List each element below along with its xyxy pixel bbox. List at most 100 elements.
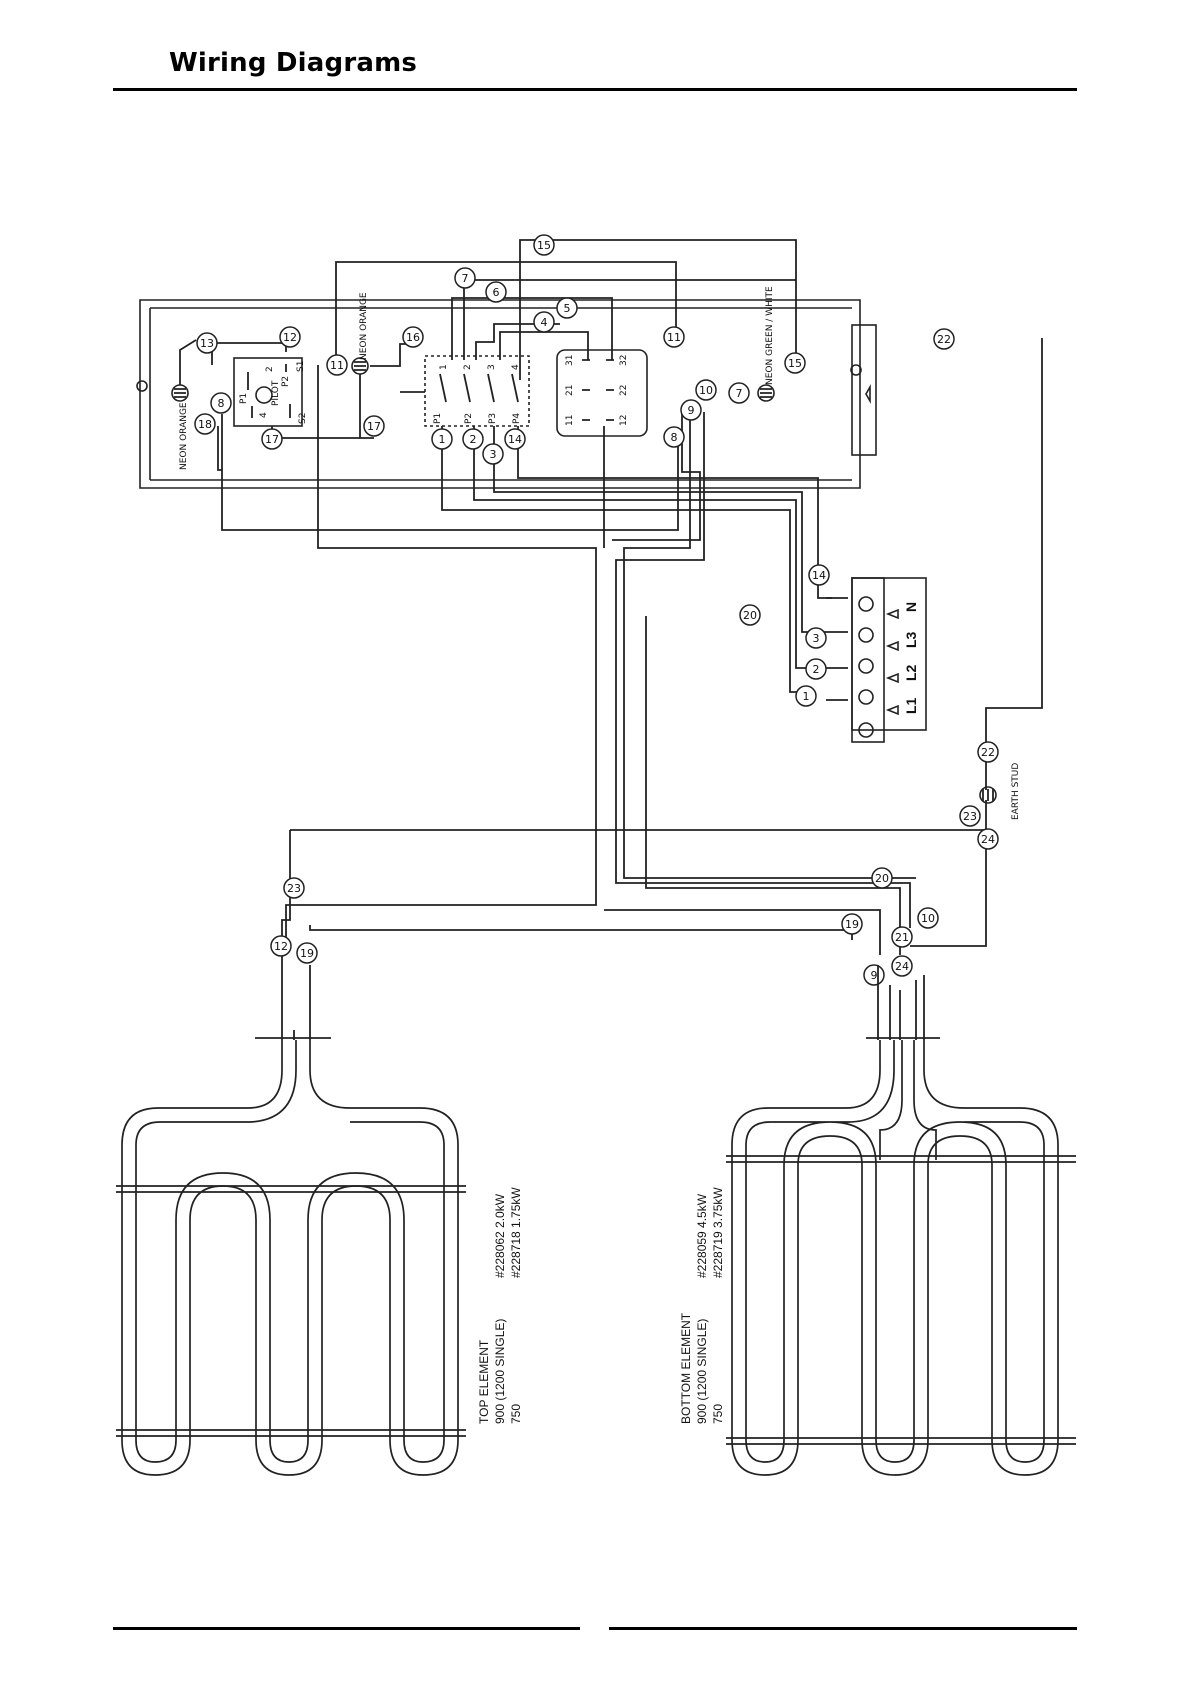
wire-marker-20b: 20 bbox=[871, 867, 893, 889]
svg-text:10: 10 bbox=[921, 912, 935, 925]
wire-marker-7b: 7 bbox=[728, 382, 750, 404]
bottom-heating-element bbox=[726, 965, 1076, 1476]
pilot-thermostat: P1 PILOT P2 2 4 S1 S2 bbox=[233, 357, 308, 427]
switch-output-2: 2 bbox=[463, 364, 473, 370]
terminal-label-l1: L1 bbox=[903, 697, 919, 714]
terminal-label-n: N bbox=[903, 602, 919, 612]
neon-lamp-middle: NEON ORANGE bbox=[351, 292, 369, 375]
svg-text:17: 17 bbox=[367, 420, 381, 433]
wire-marker-13: 13 bbox=[196, 332, 218, 354]
wire-marker-1b: 1 bbox=[795, 685, 817, 707]
svg-text:20: 20 bbox=[743, 609, 757, 622]
earth-stud-label: EARTH STUD bbox=[1011, 763, 1021, 820]
svg-text:10: 10 bbox=[699, 384, 713, 397]
bottom-element-line-1: 900 (1200 SINGLE) bbox=[695, 1319, 709, 1424]
header-rule bbox=[113, 88, 1077, 91]
svg-text:21: 21 bbox=[895, 931, 909, 944]
svg-text:14: 14 bbox=[508, 433, 522, 446]
control-panel bbox=[136, 299, 877, 489]
wire-marker-23a: 23 bbox=[959, 805, 981, 827]
terminal-screw-icon bbox=[858, 722, 874, 738]
wire-marker-24b: 24 bbox=[891, 955, 913, 977]
top-heating-element bbox=[116, 965, 466, 1476]
wire-marker-21: 21 bbox=[891, 926, 913, 948]
wire-marker-9b: 9 bbox=[863, 964, 885, 986]
wire-marker-15a: 15 bbox=[533, 234, 555, 256]
footer-rule-right bbox=[609, 1627, 1077, 1630]
wire-markers: 13 12 8 18 17 17 11 16 7 6 15 4 5 11 7 1… bbox=[194, 234, 999, 986]
wire-marker-7a: 7 bbox=[454, 267, 476, 289]
terminal-screw-icon bbox=[858, 658, 874, 674]
svg-text:3: 3 bbox=[813, 632, 820, 645]
bottom-element-part-2: #228719 3.75kW bbox=[711, 1187, 725, 1278]
terminal-screw-icon bbox=[858, 689, 874, 705]
wire-marker-12a: 12 bbox=[279, 326, 301, 348]
svg-text:7: 7 bbox=[462, 272, 469, 285]
neon-lamp-right: NEON GREEN / WHITE bbox=[757, 286, 775, 402]
wire-marker-23b: 23 bbox=[283, 877, 305, 899]
top-element-line-1: 900 (1200 SINGLE) bbox=[493, 1319, 507, 1424]
svg-text:24: 24 bbox=[895, 960, 909, 973]
neon-left-label: NEON ORANGE bbox=[179, 402, 189, 470]
wire-marker-11a: 11 bbox=[326, 354, 348, 376]
wire-marker-11b: 11 bbox=[663, 326, 685, 348]
earth-stud: EARTH STUD bbox=[979, 763, 1021, 820]
wire-marker-14b: 14 bbox=[808, 564, 830, 586]
neon-right-label: NEON GREEN / WHITE bbox=[765, 286, 775, 385]
contact-31: 31 bbox=[565, 355, 575, 366]
svg-text:15: 15 bbox=[537, 239, 551, 252]
svg-text:17: 17 bbox=[265, 433, 279, 446]
earth-bracket bbox=[851, 324, 877, 456]
neon-mid-label: NEON ORANGE bbox=[359, 292, 369, 360]
svg-text:1: 1 bbox=[803, 690, 810, 703]
wire-marker-10b: 10 bbox=[917, 907, 939, 929]
wire-marker-4: 4 bbox=[533, 311, 555, 333]
svg-text:18: 18 bbox=[198, 418, 212, 431]
wire-marker-24a: 24 bbox=[977, 828, 999, 850]
top-element-part-1: #228062 2.0kW bbox=[493, 1193, 507, 1278]
svg-text:2: 2 bbox=[813, 663, 820, 676]
selector-switch: P1 P2 P3 P4 1 2 3 4 bbox=[400, 355, 530, 427]
wire-marker-18: 18 bbox=[194, 413, 216, 435]
pilot-t2-label: 4 bbox=[259, 412, 269, 418]
bottom-element-label: BOTTOM ELEMENT 900 (1200 SINGLE) 750 #22… bbox=[679, 1187, 725, 1424]
contact-32: 32 bbox=[619, 355, 629, 366]
svg-text:19: 19 bbox=[845, 918, 859, 931]
page-title: Wiring Diagrams bbox=[169, 48, 418, 78]
pilot-t1-label: 2 bbox=[265, 366, 275, 372]
pilot-s1-label: S1 bbox=[296, 361, 306, 372]
svg-text:8: 8 bbox=[671, 431, 678, 444]
svg-text:3: 3 bbox=[490, 448, 497, 461]
wire-marker-22a: 22 bbox=[933, 328, 955, 350]
svg-text:7: 7 bbox=[736, 387, 743, 400]
svg-text:15: 15 bbox=[788, 357, 802, 370]
svg-text:11: 11 bbox=[330, 359, 344, 372]
wire-marker-8a: 8 bbox=[210, 392, 232, 414]
svg-text:2: 2 bbox=[470, 433, 477, 446]
wire-marker-19a: 19 bbox=[296, 942, 318, 964]
contact-22: 22 bbox=[619, 385, 629, 396]
svg-text:20: 20 bbox=[875, 872, 889, 885]
wire-marker-22b: 22 bbox=[977, 741, 999, 763]
switch-output-4: 4 bbox=[511, 364, 521, 370]
contact-21: 21 bbox=[565, 385, 575, 396]
svg-text:22: 22 bbox=[981, 746, 995, 759]
wire-marker-17a: 17 bbox=[261, 428, 283, 450]
wire-marker-3b: 3 bbox=[805, 627, 827, 649]
switch-input-p1: P1 bbox=[433, 413, 443, 424]
svg-text:16: 16 bbox=[406, 331, 420, 344]
bottom-element-title: BOTTOM ELEMENT bbox=[679, 1312, 693, 1424]
svg-text:11: 11 bbox=[667, 331, 681, 344]
wire-marker-2b: 2 bbox=[805, 658, 827, 680]
svg-text:19: 19 bbox=[300, 947, 314, 960]
wire-marker-9a: 9 bbox=[680, 399, 702, 421]
svg-text:22: 22 bbox=[937, 333, 951, 346]
svg-text:23: 23 bbox=[963, 810, 977, 823]
svg-text:9: 9 bbox=[871, 969, 878, 982]
wire-marker-5: 5 bbox=[556, 297, 578, 319]
switch-input-p3: P3 bbox=[488, 413, 498, 424]
wire-marker-15b: 15 bbox=[784, 352, 806, 374]
pilot-label: PILOT bbox=[271, 380, 281, 406]
contact-11: 11 bbox=[565, 415, 575, 426]
